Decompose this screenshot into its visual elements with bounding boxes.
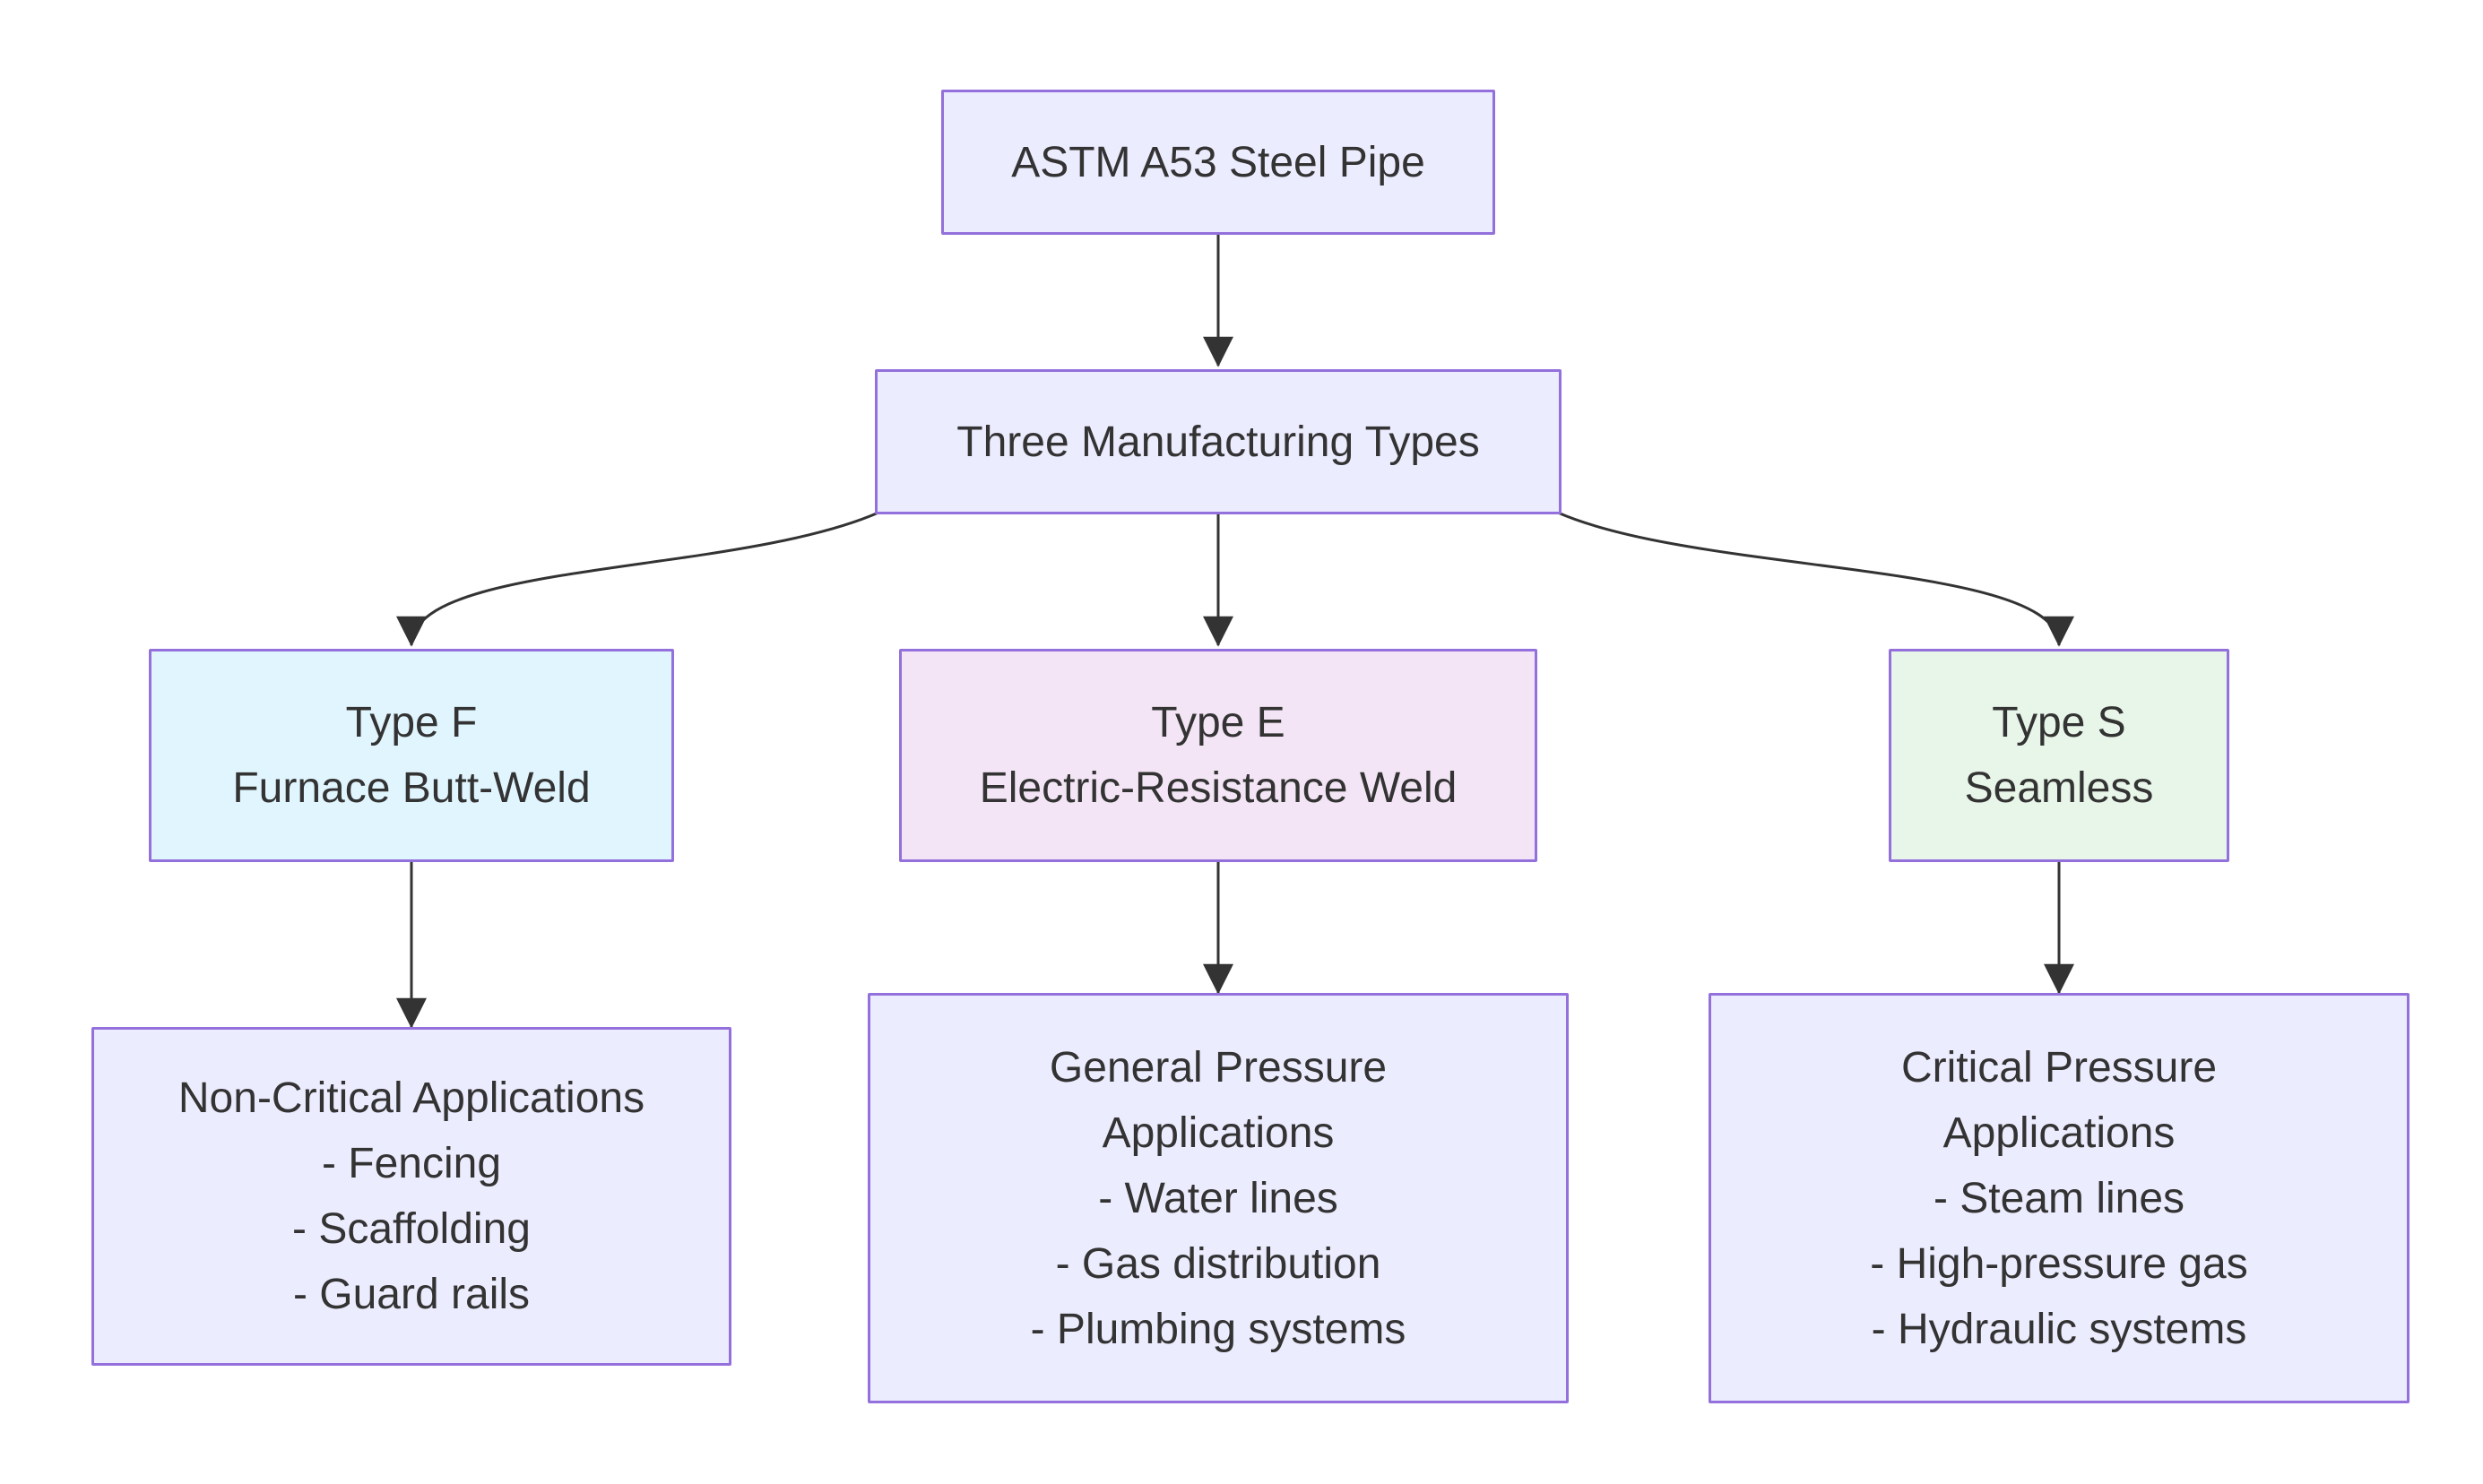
node-text-line: Type E [1151, 699, 1285, 746]
node-three-manufacturing-types: Three Manufacturing Types [875, 369, 1562, 514]
node-text-line: Critical Pressure [1900, 1043, 2218, 1091]
node-text-line: ASTM A53 Steel Pipe [1011, 138, 1425, 186]
node-text-line: - Water lines [1098, 1174, 1338, 1222]
edge-types-to-type-s [1557, 511, 2074, 647]
node-non-critical-applications: Non-Critical Applications - Fencing - Sc… [91, 1027, 731, 1366]
node-type-s-seamless: Type S Seamless [1889, 649, 2229, 862]
edge-types-to-type-f [396, 511, 879, 647]
node-general-pressure-applications: General Pressure Applications - Water li… [868, 993, 1569, 1403]
node-text-line: - Fencing [321, 1140, 502, 1187]
node-text-line: - High-pressure gas [1870, 1239, 2248, 1288]
node-text-line: Type F [345, 699, 478, 746]
node-text-line: - Hydraulic systems [1871, 1305, 2247, 1353]
node-text-line: - Steam lines [1933, 1174, 2185, 1222]
node-type-f-furnace-butt-weld: Type F Furnace Butt-Weld [149, 649, 674, 862]
node-text-line: General Pressure [1049, 1043, 1388, 1091]
node-text-line: Applications [1942, 1109, 2176, 1157]
node-text-line: - Plumbing systems [1030, 1305, 1406, 1353]
node-text-line: Type S [1992, 699, 2126, 746]
node-text-line: Seamless [1964, 764, 2154, 812]
node-text-line: Electric-Resistance Weld [979, 764, 1458, 812]
node-text-line: Furnace Butt-Weld [232, 764, 591, 812]
node-critical-pressure-applications: Critical Pressure Applications - Steam l… [1709, 993, 2409, 1403]
node-text-line: Three Manufacturing Types [956, 418, 1480, 466]
node-text-line: Applications [1102, 1109, 1335, 1157]
node-astm-a53-steel-pipe: ASTM A53 Steel Pipe [941, 90, 1495, 235]
node-text-line: - Gas distribution [1055, 1239, 1381, 1288]
node-text-line: - Guard rails [292, 1271, 531, 1318]
node-text-line: Non-Critical Applications [177, 1074, 645, 1122]
node-text-line: - Scaffolding [292, 1205, 531, 1253]
node-type-e-electric-resistance-weld: Type E Electric-Resistance Weld [899, 649, 1537, 862]
